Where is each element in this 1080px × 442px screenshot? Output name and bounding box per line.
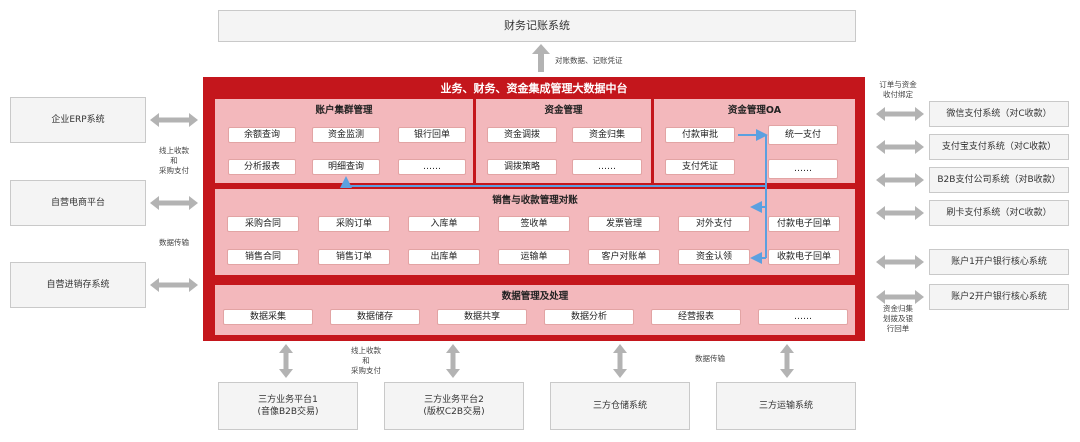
double-arrow-icon xyxy=(876,140,924,154)
data-analysis[interactable]: 数据分析 xyxy=(544,309,634,325)
double-arrow-icon xyxy=(150,113,198,127)
balance-query[interactable]: 余额查询 xyxy=(228,127,296,143)
unified-payment[interactable]: 统一支付 xyxy=(768,125,838,145)
erp-system: 企业ERP系统 xyxy=(10,97,146,143)
more-placeholder: …… xyxy=(758,309,848,325)
right-fund-label: 资金归集 划拨及银 行回单 xyxy=(883,304,913,333)
up-arrow-icon xyxy=(532,44,550,72)
invoice-mgmt[interactable]: 发票管理 xyxy=(588,216,660,232)
shipping-order[interactable]: 运输单 xyxy=(498,249,570,265)
purchase-contract[interactable]: 采购合同 xyxy=(227,216,299,232)
double-arrow-icon xyxy=(150,278,198,292)
double-arrow-icon xyxy=(876,173,924,187)
fund-monitor[interactable]: 资金监测 xyxy=(312,127,380,143)
third-party-shipping: 三方运输系统 xyxy=(716,382,856,430)
third-party-platform-1: 三方业务平台1 (音像B2B交易) xyxy=(218,382,358,430)
alipay-system: 支付宝支付系统（对C收款） xyxy=(929,134,1069,160)
b2b-payment-system: B2B支付公司系统（对B收款） xyxy=(929,167,1069,193)
double-arrow-icon xyxy=(876,290,924,304)
third-party-platform-2: 三方业务平台2 (版权C2B交易) xyxy=(384,382,524,430)
wechat-pay-system: 微信支付系统（对C收款） xyxy=(929,101,1069,127)
transfer-strategy[interactable]: 调拨策略 xyxy=(487,159,557,175)
ecommerce-platform: 自营电商平台 xyxy=(10,180,146,226)
sales-order[interactable]: 销售订单 xyxy=(318,249,390,265)
left-data-label: 数据传输 xyxy=(159,238,189,247)
data-storage[interactable]: 数据储存 xyxy=(330,309,420,325)
external-payment[interactable]: 对外支付 xyxy=(678,216,750,232)
customer-statement[interactable]: 客户对账单 xyxy=(588,249,660,265)
account-mgmt-title: 账户集群管理 xyxy=(315,105,373,116)
fund-transfer[interactable]: 资金调拨 xyxy=(487,127,557,143)
bank-receipt[interactable]: 银行回单 xyxy=(398,127,466,143)
purchase-order[interactable]: 采购订单 xyxy=(318,216,390,232)
double-arrow-icon xyxy=(279,344,293,378)
detail-query[interactable]: 明细查询 xyxy=(312,159,380,175)
finance-accounting-system: 财务记账系统 xyxy=(218,10,856,42)
fund-mgmt-title: 资金管理 xyxy=(544,105,583,116)
double-arrow-icon xyxy=(446,344,460,378)
right-order-label: 订单与资金 收付绑定 xyxy=(879,80,917,99)
payment-voucher[interactable]: 支付凭证 xyxy=(665,159,735,175)
more-placeholder: …… xyxy=(768,159,838,179)
payment-approval[interactable]: 付款审批 xyxy=(665,127,735,143)
outbound-order[interactable]: 出库单 xyxy=(408,249,480,265)
third-party-warehouse: 三方仓储系统 xyxy=(550,382,690,430)
business-report[interactable]: 经营报表 xyxy=(651,309,741,325)
analysis-report[interactable]: 分析报表 xyxy=(228,159,296,175)
bottom-online-label: 线上收款 和 采购支付 xyxy=(351,346,381,375)
sales-contract[interactable]: 销售合同 xyxy=(227,249,299,265)
bottom-data-label: 数据传输 xyxy=(695,354,725,363)
inventory-system: 自营进销存系统 xyxy=(10,262,146,308)
bank1-core-system: 账户1开户银行核心系统 xyxy=(929,249,1069,275)
fund-claim[interactable]: 资金认领 xyxy=(678,249,750,265)
double-arrow-icon xyxy=(876,255,924,269)
sales-title: 销售与收款管理对账 xyxy=(492,195,578,206)
fund-pooling[interactable]: 资金归集 xyxy=(572,127,642,143)
more-placeholder: …… xyxy=(572,159,642,175)
bank2-core-system: 账户2开户银行核心系统 xyxy=(929,284,1069,310)
platform-title: 业务、财务、资金集成管理大数据中台 xyxy=(440,82,628,95)
data-mgmt-panel xyxy=(215,285,855,335)
data-sharing[interactable]: 数据共享 xyxy=(437,309,527,325)
double-arrow-icon xyxy=(876,107,924,121)
double-arrow-icon xyxy=(876,206,924,220)
card-payment-system: 刷卡支付系统（对C收款） xyxy=(929,200,1069,226)
fund-oa-title: 资金管理OA xyxy=(727,105,782,116)
top-arrow-label: 对账数据、记账凭证 xyxy=(555,56,623,65)
left-online-label: 线上收款 和 采购支付 xyxy=(159,146,189,175)
data-collection[interactable]: 数据采集 xyxy=(223,309,313,325)
double-arrow-icon xyxy=(150,196,198,210)
more-placeholder: …… xyxy=(398,159,466,175)
inbound-order[interactable]: 入库单 xyxy=(408,216,480,232)
data-mgmt-title: 数据管理及处理 xyxy=(501,291,569,302)
double-arrow-icon xyxy=(780,344,794,378)
receipt-form[interactable]: 签收单 xyxy=(498,216,570,232)
double-arrow-icon xyxy=(613,344,627,378)
payment-e-receipt[interactable]: 付款电子回单 xyxy=(768,216,840,232)
collection-e-receipt[interactable]: 收款电子回单 xyxy=(768,249,840,265)
